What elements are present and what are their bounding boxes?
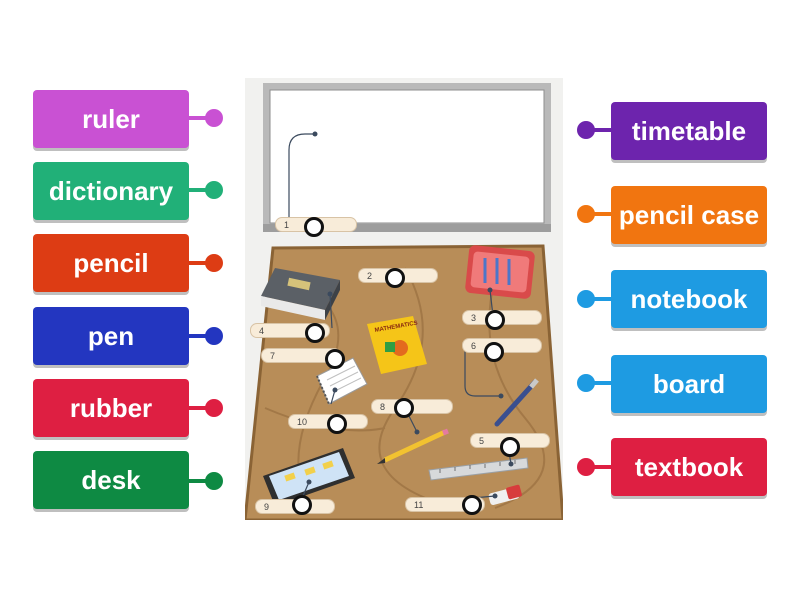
- drop-target-11[interactable]: [462, 495, 482, 515]
- word-label: pencil case: [618, 199, 760, 230]
- word-label: desk: [81, 464, 141, 495]
- connector-dictionary: [189, 188, 213, 192]
- word-tile-ruler[interactable]: ruler: [33, 90, 189, 148]
- word-label: dictionary: [48, 175, 174, 206]
- word-label: pencil: [73, 247, 149, 278]
- connector-dot-ruler[interactable]: [205, 109, 223, 127]
- connector-timetable: [586, 128, 611, 132]
- drop-target-10[interactable]: [327, 414, 347, 434]
- word-label: pen: [87, 320, 135, 351]
- connector-board: [586, 381, 611, 385]
- word-tile-textbook[interactable]: textbook: [611, 438, 767, 496]
- drop-target-7[interactable]: [325, 349, 345, 369]
- word-tile-pen[interactable]: pen: [33, 307, 189, 365]
- connector-dot-rubber[interactable]: [205, 399, 223, 417]
- word-label: rubber: [69, 392, 153, 423]
- connector-ruler: [189, 116, 213, 120]
- word-tile-pencil[interactable]: pencil: [33, 234, 189, 292]
- drop-target-6[interactable]: [484, 342, 504, 362]
- word-tile-pencil-case[interactable]: pencil case: [611, 186, 767, 244]
- drop-target-3[interactable]: [485, 310, 505, 330]
- ruler-object: [428, 457, 529, 481]
- connector-rubber: [189, 406, 213, 410]
- pencil-case-object: [465, 245, 535, 299]
- word-tile-rubber[interactable]: rubber: [33, 379, 189, 437]
- word-tile-notebook[interactable]: notebook: [611, 270, 767, 328]
- connector-pen: [189, 334, 213, 338]
- word-tile-dictionary[interactable]: dictionary: [33, 162, 189, 220]
- drop-target-9[interactable]: [292, 495, 312, 515]
- connector-textbook: [586, 465, 611, 469]
- pen-object: [494, 378, 539, 427]
- word-label: board: [652, 368, 726, 399]
- word-tile-desk[interactable]: desk: [33, 451, 189, 509]
- word-tile-timetable[interactable]: timetable: [611, 102, 767, 160]
- whiteboard: [263, 83, 551, 232]
- word-label: timetable: [631, 115, 747, 146]
- connector-dot-pencil[interactable]: [205, 254, 223, 272]
- connector-pencil: [189, 261, 213, 265]
- textbook-object: MATHEMATICS: [367, 316, 427, 374]
- connector-dot-dictionary[interactable]: [205, 181, 223, 199]
- connector-desk: [189, 479, 213, 483]
- connector-dot-desk[interactable]: [205, 472, 223, 490]
- timetable-object: [263, 448, 355, 506]
- rubber-object: [488, 484, 522, 506]
- drop-target-2[interactable]: [385, 268, 405, 288]
- drop-target-5[interactable]: [500, 437, 520, 457]
- connector-notebook: [586, 297, 611, 301]
- drop-target-4[interactable]: [305, 323, 325, 343]
- pencil-object: [377, 428, 449, 464]
- word-label: textbook: [634, 451, 744, 482]
- word-label: notebook: [630, 283, 748, 314]
- drop-target-8[interactable]: [394, 398, 414, 418]
- word-label: ruler: [82, 103, 140, 134]
- connector-dot-pen[interactable]: [205, 327, 223, 345]
- drop-target-1[interactable]: [304, 217, 324, 237]
- word-tile-board[interactable]: board: [611, 355, 767, 413]
- classroom-scene: MATHEMATICS: [243, 78, 565, 522]
- dictionary-object: [261, 268, 340, 320]
- connector-pencil-case: [586, 212, 611, 216]
